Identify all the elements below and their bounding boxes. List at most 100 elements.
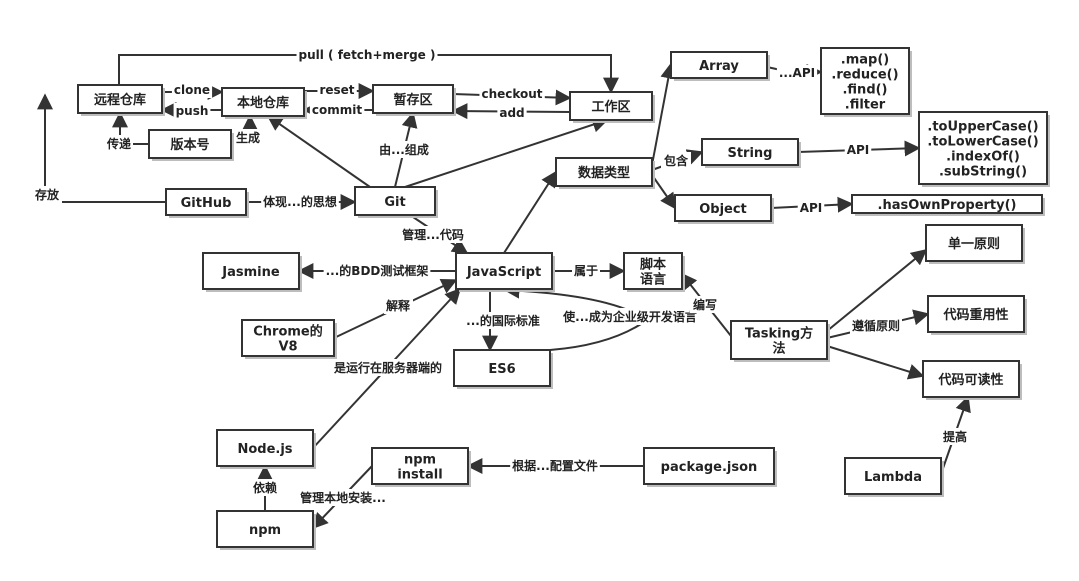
- node-label: Object: [699, 202, 747, 217]
- edge-label-pull: pull ( fetch+merge ): [299, 48, 436, 62]
- edge-label-improve: 提高: [943, 429, 967, 444]
- edge-label-store: 存放: [34, 187, 60, 202]
- node-label: .toUpperCase().toLowerCase().indexOf().s…: [927, 120, 1038, 180]
- edge-label-clone: clone: [174, 83, 210, 97]
- edge-label-array-api-edge: ...API: [779, 66, 815, 80]
- edge-label-bg: [797, 200, 825, 216]
- node-box: [371, 447, 469, 485]
- node-jasmine: Jasmine: [202, 252, 302, 292]
- edge-label-depend: 依赖: [253, 480, 277, 495]
- node-box: [354, 186, 436, 216]
- node-remote: 远程仓库: [77, 84, 165, 116]
- edge-label-manage-code: 管理...代码: [402, 227, 464, 242]
- node-label: 远程仓库: [94, 92, 146, 108]
- node-reuse: 代码重用性: [927, 295, 1027, 335]
- edge-t-single: [826, 248, 928, 332]
- node-label: 代码可读性: [937, 372, 1003, 388]
- node-node: Node.js: [216, 429, 316, 469]
- node-npm: npm: [216, 510, 316, 550]
- node-label: 版本号: [170, 137, 209, 153]
- node-box: [918, 111, 1048, 185]
- edge-label-contains: 包含: [663, 153, 689, 168]
- edge-label-bg: [383, 297, 413, 314]
- node-box: [372, 84, 454, 114]
- node-box: [922, 360, 1020, 398]
- node-label: GitHub: [181, 196, 232, 211]
- node-object-api: .hasOwnProperty(): [851, 194, 1045, 216]
- node-box: [453, 349, 551, 387]
- edge-label-commit: commit: [312, 103, 362, 117]
- edge-label-bg: [323, 262, 431, 279]
- edge-dt-object: [651, 174, 676, 210]
- node-js: JavaScript: [455, 252, 555, 292]
- edge-label-bg: [560, 308, 699, 325]
- edge-label-bg: [103, 135, 134, 152]
- node-array-api: .map().reduce().find().filter: [820, 47, 912, 117]
- edge-label-config: 根据...配置文件: [512, 458, 598, 473]
- node-box: [455, 252, 553, 290]
- node-box: [730, 320, 828, 360]
- node-array: Array: [670, 51, 770, 81]
- node-label: package.json: [661, 460, 758, 475]
- node-label: 单一原则: [948, 236, 1000, 252]
- edge-label-bg: [660, 152, 691, 169]
- node-box: [216, 510, 314, 548]
- node-box: [851, 194, 1043, 214]
- node-box: [674, 194, 772, 222]
- node-box: [820, 47, 910, 115]
- node-box: [216, 429, 314, 467]
- edge-label-bg: [250, 479, 280, 496]
- edge-label-bg: [173, 103, 211, 119]
- node-label: 代码重用性: [942, 307, 1008, 323]
- node-label: Lambda: [864, 470, 922, 485]
- node-version: 版本号: [148, 129, 234, 161]
- node-readable: 代码可读性: [922, 360, 1022, 400]
- node-label: ES6: [488, 362, 515, 377]
- node-label: String: [727, 146, 772, 161]
- edge-label-bg: [31, 186, 62, 203]
- node-box: [569, 91, 653, 121]
- node-box: [77, 84, 163, 114]
- node-box: [670, 51, 768, 79]
- edge-label-bg: [689, 296, 720, 313]
- node-object: Object: [674, 194, 774, 224]
- edge-label-bg: [400, 226, 466, 243]
- edge-git-work: [404, 116, 609, 188]
- node-single: 单一原则: [925, 224, 1025, 264]
- edge-label-idea: 体现...的思想: [263, 194, 337, 209]
- node-box: [241, 319, 335, 357]
- edge-label-add: add: [499, 106, 524, 120]
- edge-label-bg: [296, 47, 438, 63]
- node-package: package.json: [643, 447, 777, 487]
- edge-label-enterprise: 使...成为企业级开发语言: [562, 309, 697, 324]
- edge-git-local: [266, 115, 371, 188]
- edge-label-object-api-edge: API: [800, 201, 823, 215]
- edge-label-bg: [497, 105, 527, 121]
- edge-label-interpret: 解释: [386, 298, 411, 313]
- edge-label-push: push: [176, 104, 209, 118]
- edge-label-follow: 遵循原则: [852, 318, 900, 333]
- edge-label-bg: [317, 82, 357, 98]
- node-label: 脚本语言: [640, 257, 666, 288]
- edge-js-datatype: [503, 170, 557, 254]
- edge-label-manage-local: 管理本地安装...: [300, 490, 386, 505]
- node-box: [844, 457, 942, 495]
- edge-dt-array: [651, 62, 677, 166]
- node-label: Git: [384, 195, 405, 210]
- node-label: Array: [699, 59, 739, 74]
- edge-label-generate: 生成: [236, 130, 260, 145]
- edge-label-bg: [844, 142, 872, 158]
- node-string: String: [701, 138, 801, 168]
- node-github: GitHub: [165, 188, 249, 218]
- edge-label-transfer: 传递: [106, 136, 131, 151]
- node-box: [643, 447, 775, 485]
- edge-label-checkout: checkout: [481, 87, 542, 101]
- edge-label-bg: [510, 457, 600, 474]
- node-box: [925, 224, 1023, 262]
- edge-label-bdd: ...的BDD测试框架: [326, 263, 429, 278]
